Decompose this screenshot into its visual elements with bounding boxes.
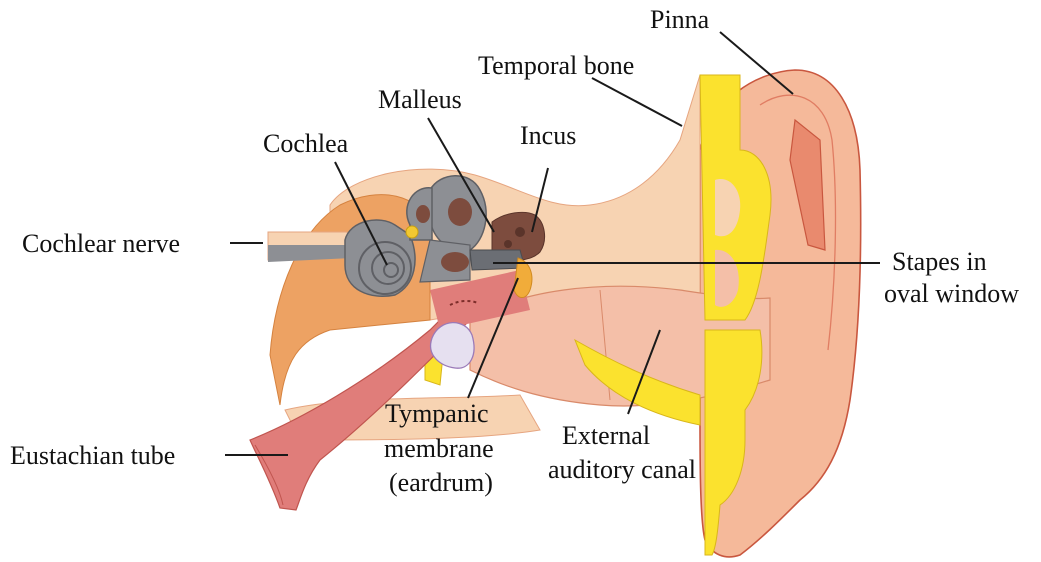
label-cochlear-nerve: Cochlear nerve	[22, 229, 180, 258]
temporal-bone-leader	[592, 78, 682, 126]
label-external-line1: External	[562, 421, 650, 450]
label-external-line2: auditory canal	[548, 455, 696, 484]
label-malleus: Malleus	[378, 85, 462, 114]
label-tympanic-line3: (eardrum)	[389, 468, 493, 497]
cochlea-shape	[345, 220, 415, 296]
label-stapes-line2: oval window	[884, 279, 1019, 308]
label-temporal-bone: Temporal bone	[478, 51, 634, 80]
label-incus: Incus	[520, 121, 576, 150]
cochlear-nerve-shape	[268, 232, 357, 262]
label-eustachian-tube: Eustachian tube	[10, 441, 175, 470]
label-cochlea: Cochlea	[263, 129, 349, 158]
label-stapes-line1: Stapes in	[892, 247, 987, 276]
label-tympanic-line2: membrane	[384, 434, 494, 463]
label-pinna: Pinna	[650, 5, 710, 34]
label-tympanic-line1: Tympanic	[385, 399, 489, 428]
